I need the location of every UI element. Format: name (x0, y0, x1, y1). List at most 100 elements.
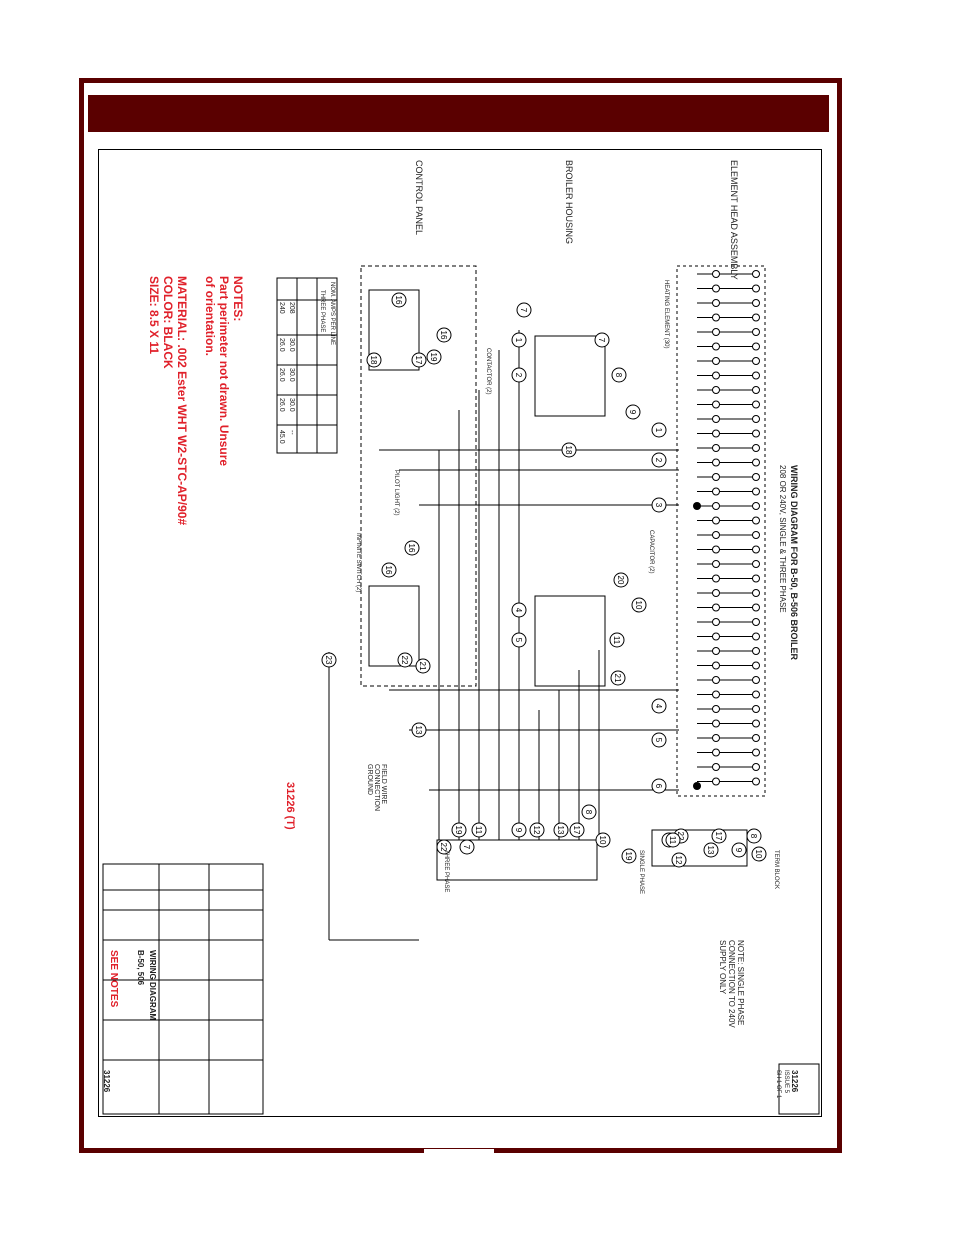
element-terminal (752, 545, 760, 554)
element-terminal (712, 618, 720, 626)
element-terminal (752, 719, 760, 728)
wire-number-circle (609, 632, 625, 648)
element-terminal (712, 400, 720, 409)
amp-row-208-volts: 208 (288, 302, 295, 314)
element-terminal (712, 676, 720, 684)
capacitor-label: CAPACITOR (2) (648, 530, 654, 574)
wire-number: 17 (572, 826, 581, 835)
wire-number: 21 (613, 674, 622, 683)
element-terminal (752, 487, 760, 496)
element-terminal (712, 748, 720, 757)
wire-number: 21 (418, 662, 427, 671)
wire-number-circle (366, 352, 382, 368)
see-notes: SEE NOTES (108, 950, 119, 1008)
amp-row-208-l2: 30.0 (288, 368, 295, 382)
element-terminal (712, 342, 720, 351)
element-terminal (712, 719, 720, 728)
wire-number-circle (625, 404, 641, 420)
three-phase-label: THREE PHASE (443, 850, 449, 893)
element-terminal (712, 357, 720, 365)
element-terminal (712, 386, 720, 394)
section-element-head: ELEMENT HEAD ASSEMBLY (729, 160, 739, 280)
wire-number: 8 (584, 810, 593, 815)
element-terminal (712, 458, 720, 467)
element-terminal (752, 458, 760, 467)
infinite-switch-label: INFINITE SWITCH (2) (355, 533, 361, 593)
amp-row-240-l1: 26.0 (278, 338, 285, 352)
amp-row-240-volts: 240 (278, 302, 285, 314)
model-number: B-50, 506 (136, 950, 145, 986)
wire-number: 12 (532, 826, 541, 835)
element-terminal (712, 763, 720, 771)
wire-number-circle (404, 540, 420, 556)
element-terminal (752, 531, 760, 539)
wire-number-circle (511, 602, 527, 618)
wire-number: 16 (407, 544, 416, 553)
wire-number: 18 (369, 356, 378, 365)
wire-number-circle (511, 822, 527, 838)
wire-number: 13 (556, 826, 565, 835)
wire-number: 17 (414, 356, 423, 365)
wire-number: 2 (654, 458, 663, 463)
element-terminal (712, 284, 720, 293)
wire-number-circle (511, 632, 527, 648)
element-terminal (752, 560, 760, 568)
element-terminal (752, 473, 760, 481)
element-terminal (712, 661, 720, 670)
wire-number-circle (671, 852, 687, 868)
section-control-panel: CONTROL PANEL (414, 160, 424, 236)
wire-number-circle (529, 822, 545, 838)
wire-number-circle (651, 497, 667, 513)
element-terminal (752, 748, 760, 757)
notes-title: NOTES: (231, 276, 245, 322)
wire-number: 17 (714, 832, 723, 841)
wire-number: 7 (597, 338, 606, 343)
wire-number-circle (426, 349, 442, 365)
element-terminal (752, 574, 760, 583)
wire-number-circle (391, 292, 407, 308)
element-terminal (752, 444, 760, 452)
pilot-light-label: PILOT LIGHT (2) (393, 470, 399, 516)
element-terminal (712, 574, 720, 583)
element-terminal (752, 342, 760, 351)
wire-number: 9 (514, 828, 523, 833)
element-terminal (712, 429, 720, 438)
wire-number-circle (621, 848, 637, 864)
diagram-subtitle: 208 OR 240V, SINGLE & THREE PHASE (778, 465, 787, 613)
wire-number-circle (751, 846, 767, 862)
contactor-label: CONTACTOR (2) (485, 348, 491, 395)
element-terminal (712, 632, 720, 641)
wire-number: 11 (474, 826, 483, 835)
element-terminal (752, 400, 760, 409)
wire-number-circle (321, 652, 337, 668)
wire-number: 7 (519, 308, 528, 313)
element-terminal (712, 647, 720, 655)
element-terminal (752, 415, 760, 423)
heating-element-label: HEATING ELEMENT (30) (663, 280, 669, 349)
element-terminal (752, 516, 760, 525)
element-terminal (752, 313, 760, 322)
element-terminal (752, 270, 760, 278)
element-terminal (752, 429, 760, 438)
element-terminal (752, 357, 760, 365)
wire-number-circle (436, 839, 452, 855)
wire-number-circle (415, 658, 431, 674)
wire-number-circle (703, 842, 719, 858)
wire-number-circle (569, 822, 585, 838)
wire-number: 2 (514, 373, 523, 378)
wire-number: 5 (514, 638, 523, 643)
wire-number: 1 (514, 338, 523, 343)
wire-number-circle (613, 572, 629, 588)
wire-number: 6 (654, 784, 663, 789)
material-note: MATERIAL: .002 Ester WHT W2-STC-AP/90# (175, 276, 189, 526)
wire-number: 19 (454, 826, 463, 835)
color-note: COLOR: BLACK (161, 276, 175, 369)
element-terminal (752, 763, 760, 771)
notes-line1: Part perimeter not drawn. Unsure (217, 276, 231, 467)
wire-number: 16 (394, 296, 403, 305)
wire-number-circle (594, 332, 610, 348)
element-terminal (752, 676, 760, 684)
diagram-title: WIRING DIAGRAM FOR B-50, B-506 BROILER (789, 465, 799, 661)
element-terminal (712, 473, 720, 481)
element-terminal (712, 516, 720, 525)
